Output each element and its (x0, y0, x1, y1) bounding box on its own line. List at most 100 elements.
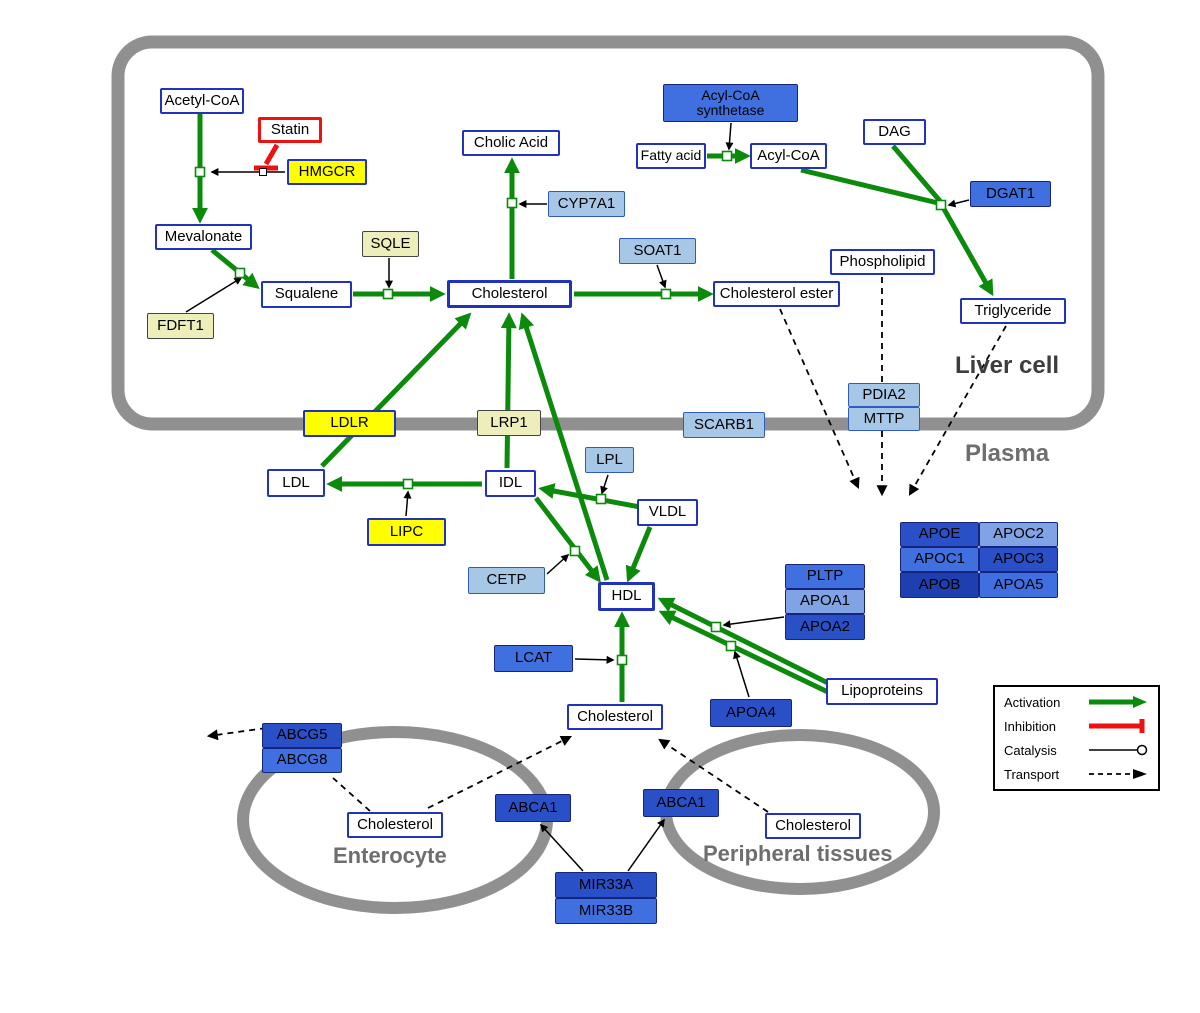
node-cholesterol-liver[interactable]: Cholesterol (447, 280, 572, 308)
node-cholesterol-peripheral[interactable]: Cholesterol (765, 813, 861, 839)
node-lipoproteins[interactable]: Lipoproteins (826, 678, 938, 705)
transport-enterocyte-cholesterol-to-plasma (427, 736, 572, 809)
transport-edges (206, 277, 1007, 813)
reaction-node (234, 267, 246, 279)
node-mir33b[interactable]: MIR33B (555, 898, 657, 924)
node-apoa4[interactable]: APOA4 (710, 699, 792, 727)
catalysis-dgat1 (947, 199, 970, 208)
legend-row-activation: Activation (1004, 694, 1149, 710)
reaction-node (595, 493, 607, 505)
activation-lipoproteins-hdl-lower (658, 610, 834, 697)
node-vldl[interactable]: VLDL (637, 499, 698, 526)
inhibition-edges (254, 143, 280, 171)
node-apob[interactable]: APOB (900, 572, 979, 598)
node-ldl[interactable]: LDL (267, 469, 325, 497)
reaction-node (660, 288, 672, 300)
node-cetp[interactable]: CETP (468, 567, 545, 594)
reaction-node (935, 199, 947, 211)
node-apoa2[interactable]: APOA2 (785, 614, 865, 640)
node-apoa1[interactable]: APOA1 (785, 589, 865, 614)
legend-row-transport: Transport (1004, 766, 1149, 782)
node-acyl-coa-2[interactable]: Acyl-CoA (750, 143, 827, 169)
inhibition-junction-node (259, 168, 267, 176)
node-dag[interactable]: DAG (863, 119, 926, 145)
node-abca1-left[interactable]: ABCA1 (495, 794, 571, 822)
catalysis-apoa1-apoa2 (722, 616, 785, 629)
activation-ldl-cholesterol (320, 312, 472, 468)
node-abca1-right[interactable]: ABCA1 (643, 789, 719, 817)
node-cholesterol-enterocyte[interactable]: Cholesterol (347, 812, 443, 838)
legend-catalysis-label: Catalysis (1004, 742, 1057, 758)
node-acyl-coa-synthetase[interactable]: Acyl-CoA synthetase (663, 84, 798, 122)
node-scarb1[interactable]: SCARB1 (683, 412, 765, 438)
reaction-node (616, 654, 628, 666)
catalysis-circle-icon (1089, 744, 1148, 756)
node-apoa5[interactable]: APOA5 (979, 572, 1058, 598)
reaction-node (194, 166, 206, 178)
node-fatty-acid[interactable]: Fatty acid (636, 143, 706, 169)
node-mttp[interactable]: MTTP (848, 407, 920, 431)
node-lipc[interactable]: LIPC (367, 518, 446, 546)
node-pdia2[interactable]: PDIA2 (848, 383, 920, 407)
node-dgat1[interactable]: DGAT1 (970, 181, 1051, 207)
node-squalene[interactable]: Squalene (261, 281, 352, 308)
catalysis-apoa4 (733, 650, 750, 698)
node-mevalonate[interactable]: Mevalonate (155, 224, 252, 250)
legend-row-inhibition: Inhibition (1004, 718, 1149, 734)
node-apoc3[interactable]: APOC3 (979, 547, 1058, 572)
catalysis-edges (185, 122, 970, 872)
activation-junction-triglyceride (941, 207, 994, 297)
node-mir33a[interactable]: MIR33A (555, 872, 657, 898)
legend-activation-label: Activation (1004, 694, 1061, 710)
activation-arrow-icon (1089, 696, 1147, 708)
reaction-node (382, 288, 394, 300)
catalysis-acylcoa-synthetase (725, 122, 734, 151)
node-acetyl-coa[interactable]: Acetyl-CoA (160, 88, 244, 114)
node-fdft1[interactable]: FDFT1 (147, 313, 214, 339)
enterocyte-label: Enterocyte (333, 843, 447, 868)
node-lcat[interactable]: LCAT (494, 645, 573, 672)
node-sqle[interactable]: SQLE (362, 231, 419, 257)
node-cholic-acid[interactable]: Cholic Acid (462, 130, 560, 156)
activation-vldl-idl (538, 483, 641, 510)
activation-idl-cholesterol (500, 312, 517, 469)
node-hmgcr[interactable]: HMGCR (287, 159, 367, 185)
node-hdl[interactable]: HDL (598, 582, 655, 611)
node-cholesterol-plasma[interactable]: Cholesterol (567, 704, 663, 730)
node-idl[interactable]: IDL (485, 470, 536, 497)
reaction-nodes (194, 150, 947, 666)
peripheral-tissues-label: Peripheral tissues (703, 841, 893, 866)
node-cyp7a1[interactable]: CYP7A1 (548, 191, 625, 217)
node-apoe[interactable]: APOE (900, 522, 979, 547)
activation-hdl-cholesterol (518, 312, 610, 581)
transport-abcg-out (206, 727, 267, 741)
catalysis-lcat (574, 655, 615, 664)
node-lpl[interactable]: LPL (585, 447, 634, 473)
node-apoc2[interactable]: APOC2 (979, 522, 1058, 547)
reaction-node (710, 621, 722, 633)
legend-transport-label: Transport (1004, 766, 1060, 782)
node-abcg5[interactable]: ABCG5 (262, 723, 342, 748)
activation-dag-junction (891, 144, 942, 203)
edge-mir33-abca1-left (539, 823, 584, 872)
node-abcg8[interactable]: ABCG8 (262, 748, 342, 773)
node-statin[interactable]: Statin (258, 117, 322, 143)
node-triglyceride[interactable]: Triglyceride (960, 298, 1066, 324)
catalysis-cetp (546, 553, 570, 575)
node-pltp[interactable]: PLTP (785, 564, 865, 589)
node-soat1[interactable]: SOAT1 (619, 238, 696, 264)
node-cholesterol-ester[interactable]: Cholesterol ester (713, 281, 840, 307)
reaction-node (402, 478, 414, 490)
legend-inhibition-label: Inhibition (1004, 718, 1057, 734)
activation-lipoproteins-hdl-upper (657, 597, 830, 686)
transport-arrow-icon (1089, 769, 1147, 779)
node-apoc1[interactable]: APOC1 (900, 547, 979, 572)
reaction-node (721, 150, 733, 162)
node-lrp1[interactable]: LRP1 (477, 410, 541, 436)
activation-mevalonate-squalene (210, 248, 260, 290)
node-ldlr[interactable]: LDLR (303, 410, 396, 437)
legend-row-catalysis: Catalysis (1004, 742, 1149, 758)
activation-idl-hdl-cetp (534, 496, 601, 583)
activation-acylcoa-junction (800, 167, 939, 206)
node-phospholipid[interactable]: Phospholipid (830, 249, 935, 275)
